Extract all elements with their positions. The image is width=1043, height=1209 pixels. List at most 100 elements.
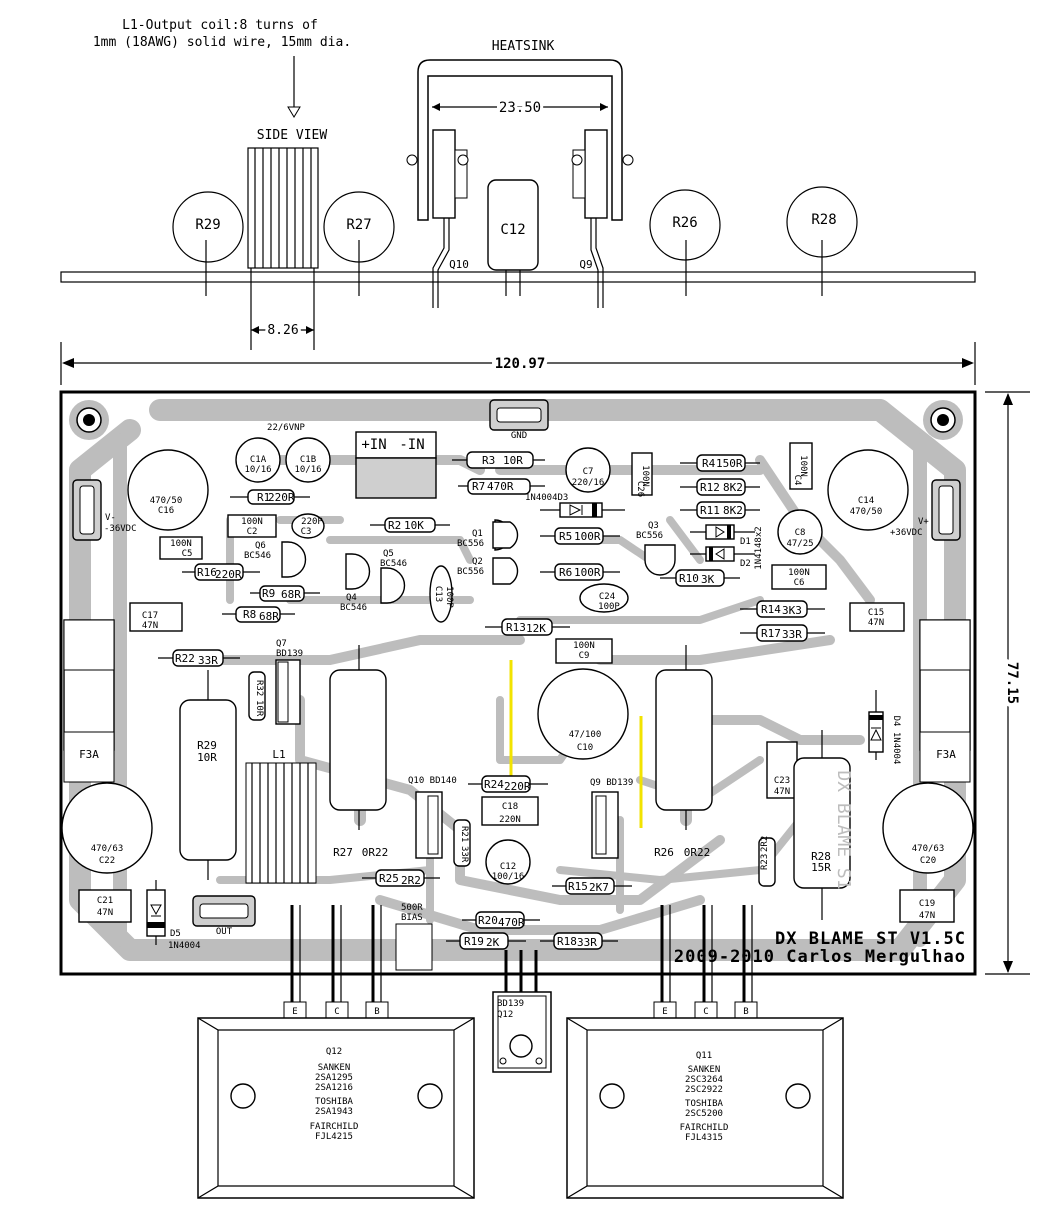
mount-hole-left [69, 400, 109, 440]
r4-value: 150R [716, 457, 743, 470]
c13-label: C13 [433, 586, 443, 602]
pcb-board: GND V- -36VDC V+ +36VDC F3A F3A [59, 390, 977, 976]
r32-resistor: R32 10R [248, 671, 266, 721]
r24-resistor: R24 220R [468, 775, 548, 793]
q12-name: Q12 [326, 1047, 342, 1057]
vneg-connector: V- -36VDC [72, 479, 137, 541]
r22-label: R22 [175, 652, 195, 665]
q12-line-4: 2SA1943 [315, 1107, 353, 1117]
r6-value: 100R [574, 566, 601, 579]
input-connector: +IN -IN [355, 431, 437, 499]
r5-resistor: R5 100R [540, 527, 620, 545]
q6-transistor: Q6 BC546 [244, 541, 307, 578]
r29-label: R29 [197, 739, 217, 752]
d5-diode: D5 1N4004 [146, 880, 201, 951]
c15-label: C15 [868, 608, 884, 618]
r19-resistor: R19 2K [446, 932, 526, 950]
q11-pin-e: E [662, 1007, 667, 1017]
c2-label: C2 [247, 527, 258, 537]
r3-resistor: R3 10R [452, 451, 545, 469]
c1a-capacitor: C1A 10/16 [235, 437, 281, 483]
out-label: OUT [216, 927, 233, 937]
q12-line-0: SANKEN [318, 1063, 351, 1073]
r7-resistor: R7 470R [458, 478, 545, 495]
q11-line-3: TOSHIBA [685, 1099, 724, 1109]
c23-value: 47N [774, 787, 790, 797]
bias-trimmer: 500R BIAS [395, 903, 433, 971]
q4-type: BC546 [340, 603, 367, 613]
d3-diode: 1N4004D3 [525, 493, 625, 518]
r26-label: R26 [654, 846, 674, 859]
q12-pin-c: C [334, 1007, 339, 1017]
c9-label: C9 [579, 651, 590, 661]
r25-value: 2R2 [401, 874, 421, 887]
c12-capacitor: C12 100/16 [485, 839, 531, 885]
l1-label: L1 [272, 748, 285, 761]
l1-coil: L1 [245, 748, 317, 884]
c10-value: 47/100 [569, 730, 602, 740]
q12-output-transistor: Q12 SANKEN 2SA1295 2SA1216 TOSHIBA 2SA19… [197, 1017, 475, 1199]
d3-label: 1N4004D3 [525, 493, 568, 503]
r3-value: 10R [503, 454, 523, 467]
c15-value: 47N [868, 618, 884, 628]
side-r29-label: R29 [195, 217, 220, 233]
c7-value: 220/16 [572, 478, 605, 488]
c22-capacitor: 470/63 C22 [61, 782, 153, 874]
q9-side-leads [590, 218, 604, 308]
r13-value: 12K [526, 622, 546, 635]
r11-resistor: R11 8K2 [680, 501, 760, 519]
board-title-line1: DX BLAME ST V1.5C [775, 929, 966, 949]
side-r27: R27 [323, 191, 395, 296]
r25-resistor: R25 2R2 [362, 869, 440, 887]
bd139-bias-transistor: BD139 Q12 [492, 950, 552, 1073]
vneg-label-2: -36VDC [104, 524, 137, 534]
r3-label: R3 [482, 454, 495, 467]
r26-resistor: R26 0R22 [654, 645, 713, 859]
side-coil: 8.26 [247, 147, 319, 350]
r8-resistor: R8 68R [222, 606, 295, 623]
q1-label: Q1 [472, 529, 483, 539]
r12-resistor: R12 8K2 [680, 478, 760, 496]
c5-value: 100N [170, 539, 192, 549]
fuse-right: F3A [919, 619, 971, 783]
q10-screw-nut [457, 154, 469, 166]
q12-line-2: 2SA1216 [315, 1083, 353, 1093]
r17-value: 33R [782, 628, 802, 641]
q12-line-3: TOSHIBA [315, 1097, 354, 1107]
r22-value: 33R [198, 654, 218, 667]
d2-diode: D2 [690, 546, 755, 569]
d1d2-type: 1N4148x2 [754, 526, 764, 569]
c5-label: C5 [182, 549, 193, 559]
r13-label: R13 [506, 621, 526, 634]
c13-value: 100P [444, 586, 454, 608]
c1-header: 22/6VNP [267, 423, 306, 433]
c19-label: C19 [919, 899, 935, 909]
r15-value: 2K7 [589, 881, 609, 894]
r17-resistor: R17 33R [740, 624, 825, 642]
fuse-right-label: F3A [936, 748, 956, 761]
r5-value: 100R [574, 530, 601, 543]
q9-driver: Q9 BD139 [590, 778, 633, 859]
c12-label: C12 [500, 862, 516, 872]
r28-resistor: R28 15R [793, 730, 851, 920]
c6-capacitor: 100N C6 [771, 564, 827, 590]
d5-type: 1N4004 [168, 941, 201, 951]
board-width: 120.97 [495, 356, 546, 372]
coil-note-arrowhead [287, 106, 301, 118]
heatsink-profile [417, 59, 623, 221]
r12-label: R12 [700, 481, 720, 494]
side-r28-label: R28 [811, 212, 836, 228]
q1-type: BC556 [457, 539, 484, 549]
d4-diode: D4 1N4004 [868, 690, 901, 764]
q12-line-6: FJL4215 [315, 1132, 353, 1142]
r23-resistor: R23 2R2 [758, 836, 776, 887]
c4-label: C4 [792, 475, 802, 486]
heatsink-width: 23.50 [499, 100, 541, 116]
c22-label: C22 [99, 856, 115, 866]
r32-label: R32 [254, 680, 264, 696]
q10-screw [406, 154, 418, 166]
c12-value: 100/16 [492, 872, 525, 882]
c10-label: C10 [577, 743, 593, 753]
c26-capacitor: 100N C26 [631, 452, 653, 497]
q3-transistor: Q3 BC556 [636, 521, 676, 576]
